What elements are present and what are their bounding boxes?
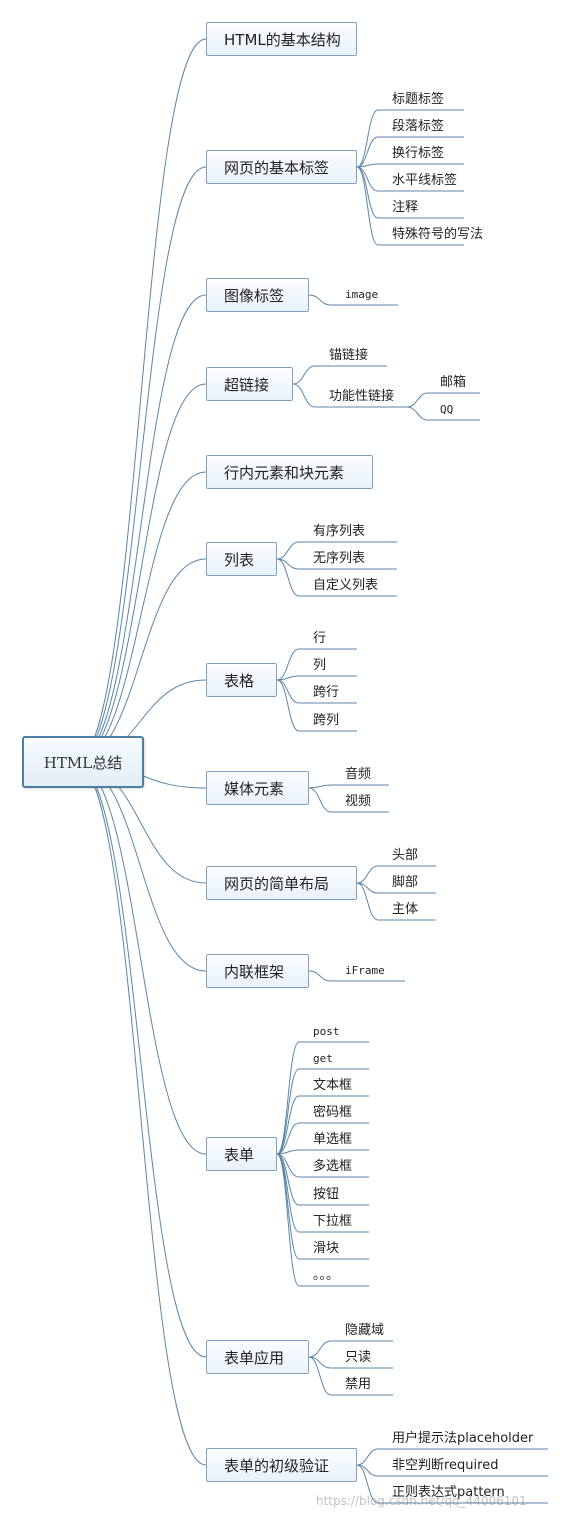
topic-11-leaf-0[interactable]: 隐藏域: [345, 1323, 385, 1338]
topic-12-connector-0: [356, 1448, 379, 1466]
topic-10-connector-1: [276, 1068, 300, 1155]
topic-4[interactable]: 行内元素和块元素: [206, 455, 373, 489]
topic-1-leaf-2[interactable]: 换行标签: [392, 146, 445, 161]
topic-1-connector-1: [356, 136, 379, 168]
topic-5[interactable]: 列表: [206, 542, 277, 576]
topic-10-connector-0: [276, 1041, 300, 1155]
root-connector-4: [74, 471, 207, 763]
topic-12-leaf-2[interactable]: 正则表达式pattern: [392, 1485, 505, 1500]
topic-10-leaf-7[interactable]: 下拉框: [313, 1214, 353, 1229]
root-connector-5: [74, 558, 207, 763]
topic-3-leaf-0[interactable]: 锚链接: [329, 348, 369, 363]
topic-1-leaf-3[interactable]: 水平线标签: [392, 173, 458, 188]
topic-10-connector-3: [276, 1122, 300, 1155]
topic-10-leaf-3[interactable]: 密码框: [313, 1105, 353, 1120]
topic-10-leaf-9[interactable]: 。。。: [313, 1268, 340, 1283]
topic-10-leaf-8[interactable]: 滑块: [313, 1241, 340, 1256]
topic-0[interactable]: HTML的基本结构: [206, 22, 357, 56]
topic-2-leaf-0[interactable]: image: [345, 288, 379, 301]
topic-2-connector-0: [308, 294, 332, 306]
topic-10-connector-2: [276, 1095, 300, 1155]
topic-10-leaf-0[interactable]: post: [313, 1025, 340, 1038]
topic-10-leaf-5[interactable]: 多选框: [313, 1159, 353, 1174]
topic-5-leaf-0[interactable]: 有序列表: [313, 524, 366, 539]
topic-8-connector-2: [356, 882, 379, 921]
root-connector-12: [74, 761, 207, 1466]
topic-3-sub-leaf-0[interactable]: 邮箱: [440, 375, 467, 390]
topic-6-connector-3: [276, 679, 300, 732]
topic-11-connector-0: [308, 1340, 332, 1358]
topic-5-leaf-1[interactable]: 无序列表: [313, 551, 366, 566]
topic-6-leaf-0[interactable]: 行: [313, 631, 327, 646]
topic-11[interactable]: 表单应用: [206, 1340, 309, 1374]
root-connector-11: [74, 761, 207, 1358]
topic-1-connector-5: [356, 166, 379, 246]
topic-6-connector-0: [276, 648, 300, 681]
topic-1-connector-0: [356, 109, 379, 168]
root-connector-10: [74, 761, 207, 1155]
root-connector-2: [74, 294, 207, 763]
topic-7-leaf-1[interactable]: 视频: [345, 794, 372, 809]
topic-12-leaf-0[interactable]: 用户提示法placeholder: [392, 1431, 534, 1446]
topic-1-leaf-5[interactable]: 特殊符号的写法: [392, 227, 484, 242]
topic-8[interactable]: 网页的简单布局: [206, 866, 357, 900]
topic-3-leaf-1[interactable]: 功能性链接: [329, 389, 395, 404]
topic-6-leaf-3[interactable]: 跨列: [313, 713, 340, 728]
topic-5-leaf-2[interactable]: 自定义列表: [313, 578, 379, 593]
topic-8-connector-0: [356, 865, 379, 884]
topic-3-sub-connector-1: [406, 406, 429, 421]
topic-3-sub-connector-0: [406, 392, 429, 408]
topic-7[interactable]: 媒体元素: [206, 771, 309, 805]
topic-1-leaf-0[interactable]: 标题标签: [392, 92, 445, 107]
root-connector-0: [74, 38, 207, 763]
topic-5-connector-2: [276, 558, 300, 597]
root-connector-9: [74, 761, 207, 972]
topic-6-leaf-2[interactable]: 跨行: [313, 685, 340, 700]
topic-5-connector-0: [276, 541, 300, 560]
topic-9[interactable]: 内联框架: [206, 954, 309, 988]
topic-6[interactable]: 表格: [206, 663, 277, 697]
topic-10-connector-8: [276, 1153, 300, 1260]
topic-3-connector-1: [292, 383, 316, 408]
topic-7-leaf-0[interactable]: 音频: [345, 767, 372, 782]
topic-12-leaf-1[interactable]: 非空判断required: [392, 1458, 499, 1473]
root-connector-3: [74, 383, 207, 763]
topic-7-connector-0: [308, 784, 332, 789]
topic-8-leaf-1[interactable]: 脚部: [392, 875, 419, 890]
topic-12[interactable]: 表单的初级验证: [206, 1448, 357, 1482]
root-connector-1: [74, 166, 207, 763]
topic-1-leaf-4[interactable]: 注释: [392, 200, 419, 215]
topic-10[interactable]: 表单: [206, 1137, 277, 1171]
topic-8-leaf-0[interactable]: 头部: [392, 848, 419, 863]
topic-3[interactable]: 超链接: [206, 367, 293, 401]
topic-6-leaf-1[interactable]: 列: [313, 658, 327, 673]
topic-10-connector-6: [276, 1153, 300, 1206]
topic-8-leaf-2[interactable]: 主体: [392, 902, 419, 917]
topic-12-connector-2: [356, 1464, 379, 1504]
topic-9-leaf-0[interactable]: iFrame: [345, 964, 385, 977]
topic-10-leaf-1[interactable]: get: [313, 1052, 333, 1065]
topic-11-leaf-2[interactable]: 禁用: [345, 1377, 372, 1392]
topic-6-connector-1: [276, 675, 300, 681]
topic-10-leaf-2[interactable]: 文本框: [313, 1078, 353, 1093]
topic-1-leaf-1[interactable]: 段落标签: [392, 119, 445, 134]
root-node[interactable]: HTML总结: [22, 736, 144, 788]
topic-2[interactable]: 图像标签: [206, 278, 309, 312]
topic-3-connector-0: [292, 365, 316, 385]
topic-10-leaf-4[interactable]: 单选框: [313, 1132, 353, 1147]
topic-11-connector-2: [308, 1356, 332, 1396]
topic-10-leaf-6[interactable]: 按钮: [313, 1187, 340, 1202]
topic-7-connector-1: [308, 787, 332, 813]
topic-11-leaf-1[interactable]: 只读: [345, 1350, 372, 1365]
topic-10-connector-4: [276, 1149, 300, 1155]
topic-10-connector-9: [276, 1153, 300, 1287]
topic-1[interactable]: 网页的基本标签: [206, 150, 357, 184]
topic-3-sub-leaf-1[interactable]: QQ: [440, 403, 454, 416]
watermark: https://blog.csdn.net/qq_44006101: [316, 1494, 527, 1508]
topic-9-connector-0: [308, 970, 332, 982]
topic-1-connector-4: [356, 166, 379, 219]
topic-6-connector-2: [276, 679, 300, 704]
